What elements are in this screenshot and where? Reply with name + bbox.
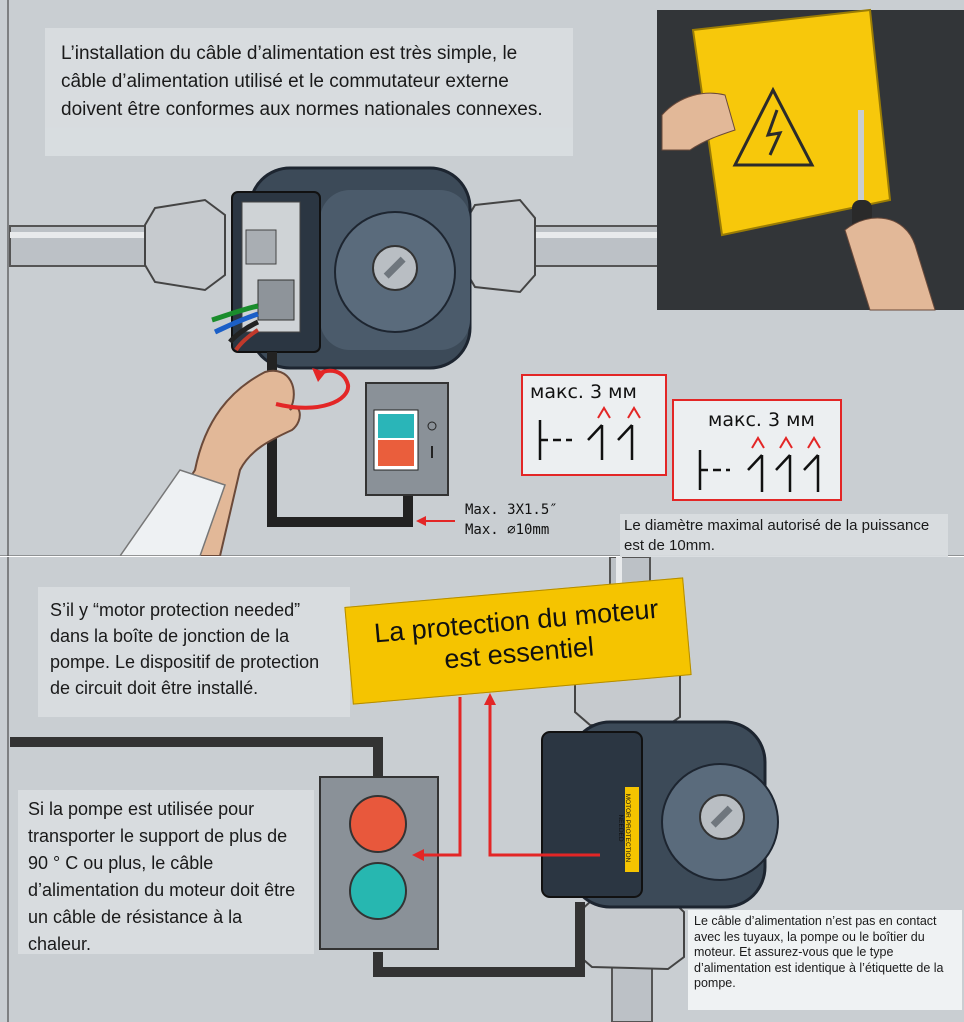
gap-label-1: макс. 3 мм bbox=[530, 381, 637, 403]
wall-switch bbox=[365, 382, 449, 496]
heat-cable-note-box: Si la pompe est utilisée pour transporte… bbox=[18, 790, 314, 954]
safety-manual-image bbox=[657, 8, 964, 311]
supply-cable bbox=[10, 737, 383, 782]
rotate-arrow bbox=[275, 368, 350, 410]
motor-protection-intro-text: S’il y “motor protection needed” dans la… bbox=[50, 600, 320, 698]
horizontal-pipe bbox=[9, 198, 661, 294]
pump-cable bbox=[373, 902, 585, 977]
motor-protection-control-box bbox=[319, 776, 439, 950]
sticker-label-text: MOTOR PROTECTION NEEDED bbox=[617, 790, 631, 866]
arrow-to-banner bbox=[488, 697, 600, 857]
motor-protection-intro-box: S’il y “motor protection needed” dans la… bbox=[38, 587, 350, 717]
diameter-note: Le diamètre maximal autorisé de la puiss… bbox=[620, 514, 948, 558]
heat-cable-note-text: Si la pompe est utilisée pour transporte… bbox=[28, 799, 296, 954]
contact-note-text: Le câble d’alimentation n’est pas en con… bbox=[694, 914, 944, 990]
motor-protection-sticker bbox=[625, 787, 639, 872]
start-button bbox=[349, 862, 407, 920]
high-voltage-warning-icon bbox=[732, 86, 815, 167]
arrow-to-control-box bbox=[415, 697, 462, 857]
sticker-line1: MOTOR PROTECTION bbox=[624, 793, 631, 863]
sticker-line2: NEEDED bbox=[617, 814, 624, 842]
gap-diagram-3pole bbox=[672, 399, 842, 501]
circulation-pump bbox=[211, 166, 472, 370]
gap-label-2: макс. 3 мм bbox=[708, 409, 815, 431]
diameter-note-text: Le diamètre maximal autorisé de la puiss… bbox=[624, 517, 930, 554]
cable-spec-line1: Max. 3X1.5″ bbox=[465, 502, 558, 518]
stop-button bbox=[349, 795, 407, 853]
intro-text: L’installation du câble d’alimentation e… bbox=[61, 43, 543, 120]
cable-spec-line2: Max. ∅10mm bbox=[465, 522, 550, 538]
intro-text-box: L’installation du câble d’alimentation e… bbox=[45, 28, 573, 156]
pump-vertical bbox=[541, 720, 779, 909]
banner-text: La protection du moteur est essentiel bbox=[372, 593, 660, 675]
gap-diagram-2pole bbox=[521, 374, 667, 476]
contact-note-box: Le câble d’alimentation n’est pas en con… bbox=[688, 910, 962, 1010]
